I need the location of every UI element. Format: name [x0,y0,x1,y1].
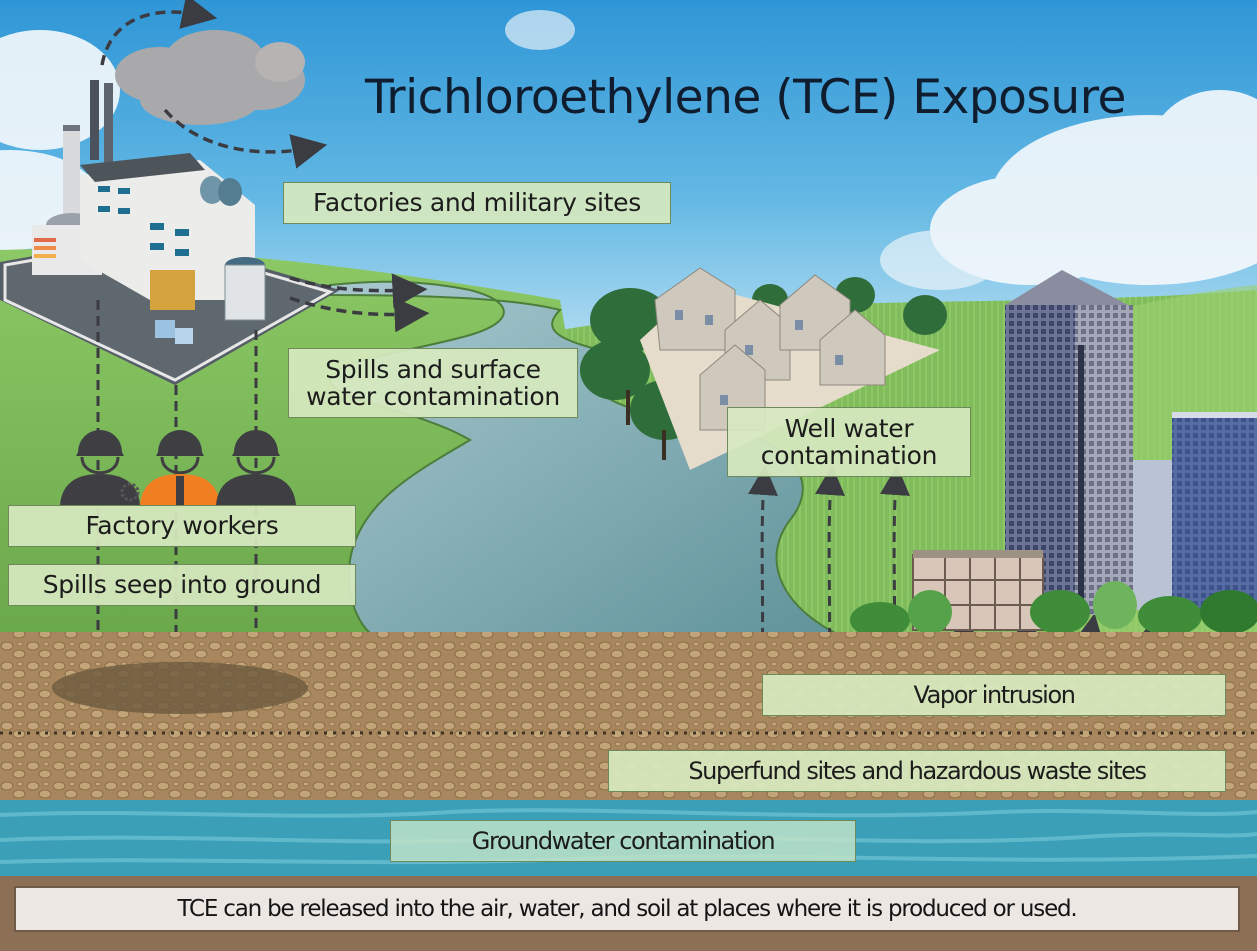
label-factories: Factories and military sites [283,182,671,224]
label-superfund-text: Superfund sites and hazardous waste site… [688,757,1147,785]
spill-pool [52,662,308,714]
smoke-cloud-icon [115,30,305,125]
factory-worker-icon [140,430,220,505]
label-groundwater: Groundwater contamination [390,820,856,862]
page-title: Trichloroethylene (TCE) Exposure [365,70,1126,125]
clouds [0,10,1257,290]
label-spills-seep-text: Spills seep into ground [42,570,322,599]
label-spills-surface-line2: water contamination [306,382,560,411]
bushes [850,581,1257,638]
factory-worker-icon [216,430,296,505]
factory-worker-icon [60,430,140,505]
factory-worker-icons [60,430,296,505]
houses-icon [640,267,940,470]
dashed-arrow-icon [163,108,328,169]
skyscraper-icon [1172,412,1257,612]
label-factory-workers-text: Factory workers [85,511,279,540]
factory-icon [0,80,340,385]
label-spills-surface-line1: Spills and surface [325,355,541,384]
label-well-water: Well water contamination [727,407,971,477]
label-vapor-intrusion-text: Vapor intrusion [913,681,1076,709]
footer-caption: TCE can be released into the air, water,… [14,886,1240,932]
label-groundwater-text: Groundwater contamination [471,827,776,855]
label-spills-seep: Spills seep into ground [8,564,356,606]
label-well-water-line2: contamination [760,441,938,470]
label-vapor-intrusion: Vapor intrusion [762,674,1226,716]
label-superfund: Superfund sites and hazardous waste site… [608,750,1226,792]
label-spills-surface: Spills and surface water contamination [288,348,578,418]
label-well-water-line1: Well water [784,414,914,443]
label-factories-text: Factories and military sites [313,188,641,217]
label-factory-workers: Factory workers [8,505,356,547]
footer-caption-text: TCE can be released into the air, water,… [177,896,1077,922]
